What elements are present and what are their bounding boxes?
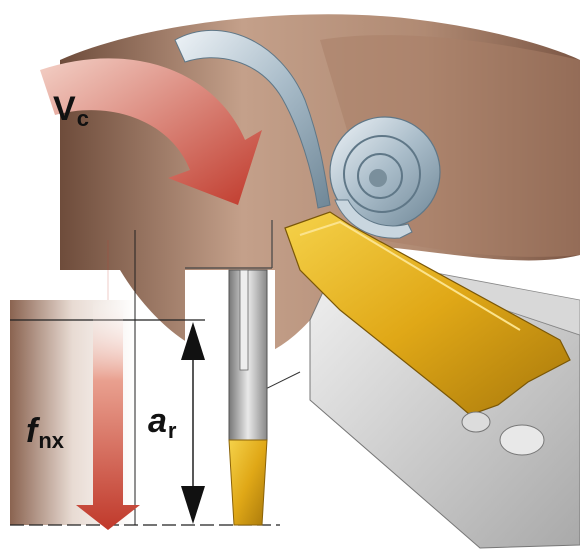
feed-rate-label: fnx <box>26 412 65 453</box>
radial-depth-dimension <box>181 322 301 524</box>
cutting-insert <box>284 211 571 456</box>
cutting-speed-arrow <box>40 58 262 205</box>
cutting-speed-label: Vc <box>53 90 89 131</box>
grooving-blade-section <box>228 269 268 526</box>
radial-depth-label: ar <box>148 402 177 443</box>
feed-arrow <box>76 240 140 530</box>
chip <box>174 29 441 239</box>
